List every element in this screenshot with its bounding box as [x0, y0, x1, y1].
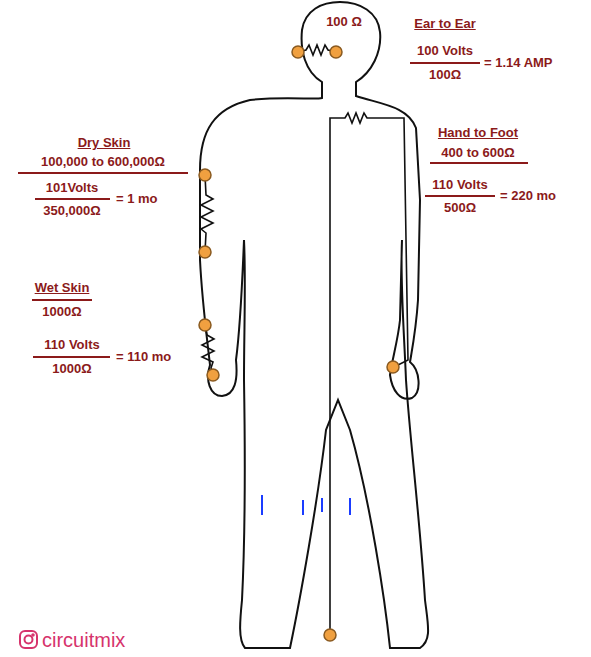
contact-points	[199, 46, 399, 641]
current-result: = 1.14 AMP	[484, 56, 553, 70]
contact-dot	[199, 169, 211, 181]
fraction-bar	[18, 172, 188, 174]
fraction-bar	[32, 299, 92, 301]
contact-dot	[199, 319, 211, 331]
wires	[201, 45, 408, 635]
knee-mark	[349, 498, 351, 515]
section-title: Ear to Ear	[414, 17, 475, 31]
contact-dot	[207, 369, 219, 381]
resistance-value: 100Ω	[429, 68, 461, 82]
contact-dot	[324, 629, 336, 641]
voltage-value: 101Volts	[46, 181, 99, 195]
hand-foot-wire	[330, 113, 408, 635]
section-title: Dry Skin	[78, 136, 131, 150]
instagram-icon	[20, 631, 37, 648]
knee-mark	[261, 495, 263, 515]
fraction-bars	[18, 63, 528, 357]
resistance-value: 1000Ω	[52, 362, 91, 376]
resistance-value: 350,000Ω	[43, 204, 100, 218]
contact-dot	[387, 361, 399, 373]
contact-dot	[199, 246, 211, 258]
contact-dot	[292, 46, 304, 58]
section-title: Hand to Foot	[438, 126, 518, 140]
fraction-bar	[410, 62, 480, 64]
resistance-range: 100,000 to 600,000Ω	[41, 155, 165, 169]
icon-lens	[25, 636, 33, 644]
dry-skin-resistor	[201, 175, 213, 252]
resistance-range: 400 to 600Ω	[441, 146, 514, 160]
voltage-value: 110 Volts	[44, 338, 99, 352]
resistance-value: 1000Ω	[42, 305, 81, 319]
body-outline	[200, 2, 428, 648]
knee-marks	[262, 495, 350, 515]
resistance-value: 100 Ω	[326, 15, 362, 29]
resistance-value: 500Ω	[444, 201, 476, 215]
section-title: Wet Skin	[35, 281, 90, 295]
current-result: = 220 mo	[500, 189, 556, 203]
icon-frame	[20, 631, 37, 648]
voltage-value: 110 Volts	[432, 178, 487, 192]
watermark: circuitmix	[42, 629, 125, 651]
current-result: = 110 mo	[116, 350, 171, 364]
current-result: = 1 mo	[116, 192, 158, 206]
wet-skin-resistor	[202, 325, 214, 375]
knee-mark	[321, 498, 323, 512]
voltage-value: 100 Volts	[417, 44, 473, 58]
fraction-bar	[430, 162, 528, 164]
fraction-bar	[35, 198, 110, 200]
contact-dot	[330, 46, 342, 58]
knee-mark	[302, 500, 304, 515]
fraction-bar	[33, 356, 110, 358]
fraction-bar	[425, 195, 495, 197]
icon-dot	[32, 634, 34, 636]
